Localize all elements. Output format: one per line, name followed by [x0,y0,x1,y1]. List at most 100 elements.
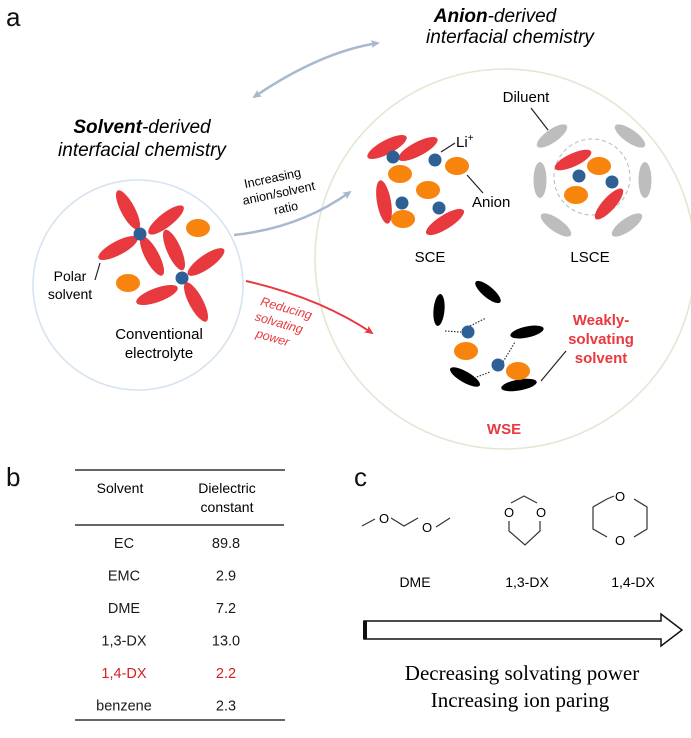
conventional-circle [32,179,244,391]
polar-solvent [163,229,185,271]
lsce-name: LSCE [570,249,609,266]
panel-c-label: c [354,462,367,492]
solvent [425,208,465,236]
weak-solvent [501,378,537,392]
anion [454,342,478,360]
anion [445,157,469,175]
solvent [594,188,624,220]
14dx-o1: O [615,489,625,504]
polar-solvent [115,190,141,230]
polar-solvent [139,236,165,276]
dme-o1: O [379,511,389,526]
sce-cluster [367,134,469,236]
anion-derived-circle [314,68,691,450]
table-header-solvent: Solvent [97,480,144,496]
dme-o2: O [422,520,432,535]
caption-line1: Decreasing solvating power [405,661,639,685]
table-header-constant: constant [201,499,254,515]
solvent [376,180,392,224]
trend-arrow-tail [363,621,367,639]
polar-solvent-pointer [94,262,101,281]
diluent [533,162,547,198]
anion-label: Anion [472,194,510,211]
solvent-title-line1: Solvent-derived [73,117,212,138]
li-ion [175,271,189,285]
anion-title-line1: Anion-derived [433,6,558,27]
li-ion [461,325,475,339]
table-header-dielectric: Dielectric [198,480,256,496]
caption-line2: Increasing ion paring [431,688,610,712]
sce-name: SCE [415,249,446,266]
li-ion [428,153,442,167]
anion [186,219,210,237]
polar-solvent [98,235,138,261]
diluent [614,124,646,148]
14dx-name: 1,4-DX [611,574,655,590]
13dx-o1: O [504,505,514,520]
panel-b-label: b [6,462,20,492]
cell-solvent: benzene [96,699,152,715]
li-ion [432,201,446,215]
cell-dielectric: 89.8 [212,536,240,552]
li-ion [395,196,409,210]
14dx-structure [592,495,648,538]
polar-solvent [136,285,178,305]
dme-name: DME [399,574,430,590]
weak-solvent [433,294,445,326]
cell-solvent: EMC [108,569,140,585]
diluent [611,213,643,237]
anion [506,362,530,380]
double-arrow [252,40,380,99]
li-ion [572,169,586,183]
weak-solvent-label-2: solvating [568,331,634,348]
li-ion [605,175,619,189]
table-row: EC 89.8 [114,536,240,552]
diluent-pointer [530,107,549,131]
solvent [367,134,407,160]
li-ion [386,150,400,164]
cell-dielectric: 13.0 [212,634,240,650]
weak-solvent [475,280,501,304]
anion-title-line2: interfacial chemistry [426,27,595,48]
cell-solvent: EC [114,536,134,552]
li-pointer [440,142,456,153]
table-row: 1,3-DX 13.0 [101,634,240,650]
cell-solvent: 1,3-DX [101,634,146,650]
lsce-cluster [533,124,652,237]
li-label: Li+ [456,133,474,151]
anion [587,157,611,175]
anion [116,274,140,292]
polar-label-1: Polar [54,268,87,284]
diluent [536,124,568,148]
weak-solvent [510,325,544,339]
13dx-structure [508,495,541,546]
weak-solvent [450,367,480,387]
diluent [540,213,572,237]
polar-label-2: solvent [48,286,92,302]
13dx-name: 1,3-DX [505,574,549,590]
conventional-cluster [98,190,225,322]
solvent-title-line2: interfacial chemistry [58,140,227,161]
cell-dielectric: 7.2 [216,601,236,617]
solvent [554,149,592,171]
wse-cluster [433,280,544,392]
polar-solvent [187,248,225,276]
anion [388,165,412,183]
polar-solvent [183,282,209,322]
conventional-name-line1: Conventional [115,326,203,343]
weak-solvent-pointer [540,350,567,382]
wse-name: WSE [487,421,521,438]
conventional-name-line2: electrolyte [125,345,193,362]
diluent [638,162,652,198]
solvent [398,136,438,162]
trend-arrow [363,612,684,648]
anion-pointer [466,174,484,194]
panel-a-label: a [6,2,21,32]
reduce-solvating-arrow [245,280,374,335]
